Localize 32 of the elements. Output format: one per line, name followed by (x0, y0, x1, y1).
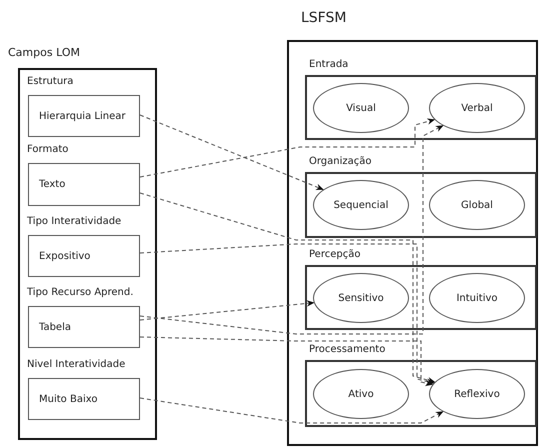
style-ellipse: Verbal (429, 83, 525, 133)
field-heading: Tipo Interatividade (27, 216, 122, 227)
dashed-arrow (140, 192, 436, 384)
field-heading: Tipo Recurso Aprend. (27, 287, 134, 298)
container-title: Campos LOM (8, 46, 80, 59)
field-value: Tabela (39, 322, 71, 332)
style-ellipse: Reflexivo (429, 369, 525, 419)
group-heading: Percepção (309, 249, 360, 260)
field-heading: Nivel Interatividade (27, 359, 126, 370)
field-heading: Estrutura (27, 76, 74, 87)
field-value: Texto (39, 179, 66, 190)
dashed-arrow (140, 114, 324, 190)
dashed-arrow (140, 300, 315, 320)
dashed-arrow (140, 125, 444, 334)
style-ellipse: Visual (313, 83, 409, 133)
field-value: Hierarquia Linear (39, 110, 126, 122)
dashed-arrow (140, 118, 436, 178)
container-title: LSFSM (301, 10, 346, 26)
style-ellipse: Sensitivo (313, 273, 409, 323)
style-ellipse: Ativo (313, 369, 409, 419)
style-ellipse: Intuitivo (429, 273, 525, 323)
group-heading: Organização (309, 156, 372, 167)
group-heading: Processamento (309, 344, 386, 355)
field-heading: Formato (27, 144, 68, 155)
dashed-arrow (140, 244, 434, 385)
group-heading: Entrada (309, 59, 348, 70)
field-value: Muito Baixo (39, 394, 98, 404)
style-ellipse: Global (429, 180, 525, 230)
dashed-arrow (140, 398, 444, 424)
dashed-arrow (140, 336, 434, 386)
style-ellipse: Sequencial (313, 180, 409, 230)
field-value: Expositivo (39, 250, 90, 262)
